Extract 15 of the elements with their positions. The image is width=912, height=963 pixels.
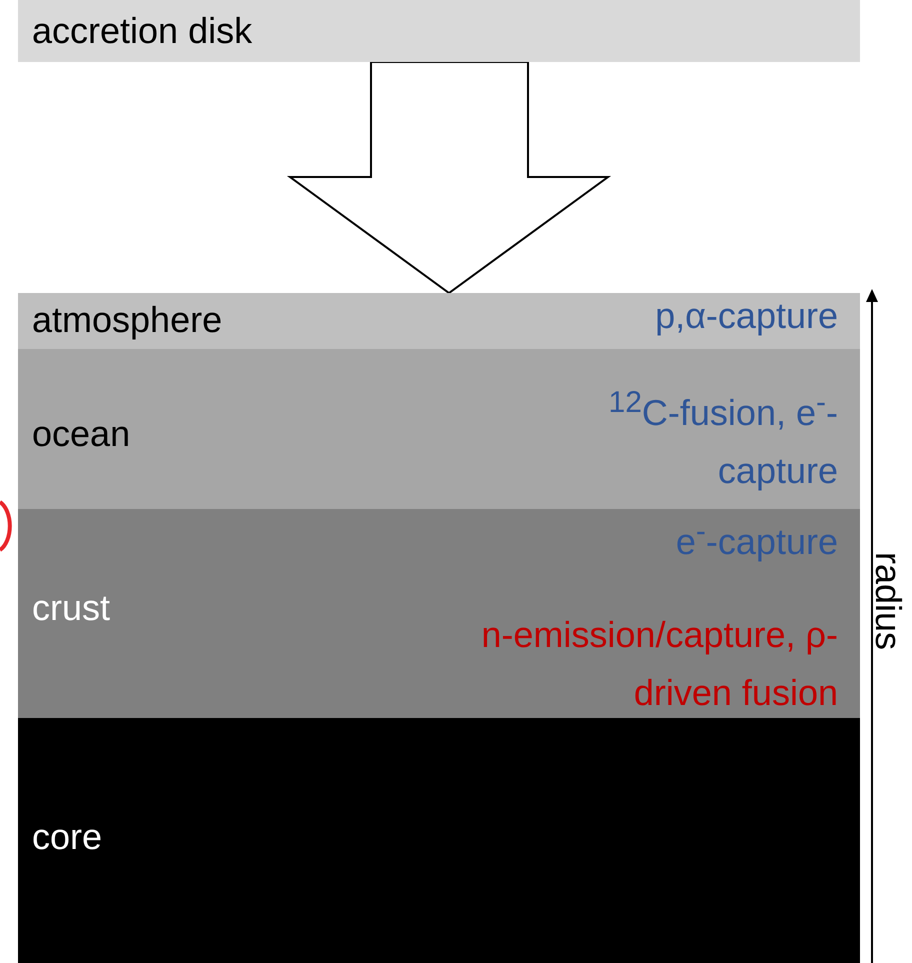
process-label: p,α-capture — [654, 294, 838, 338]
process-label: n-emission/capture, ρ-driven fusion — [480, 613, 838, 715]
layer-band — [18, 293, 860, 349]
layer-band — [18, 349, 860, 509]
layer-label: atmosphere — [32, 298, 222, 342]
layer-label: crust — [32, 586, 110, 630]
process-label: e$^{-}$-capture — [674, 514, 838, 564]
layer-label: accretion disk — [32, 9, 252, 53]
layer-label: ocean — [32, 412, 130, 456]
block-arrow — [286, 61, 612, 294]
disk-band — [18, 0, 860, 62]
layer-band — [18, 718, 860, 963]
layer-label: core — [32, 815, 102, 859]
layer-band — [18, 509, 860, 718]
axis-label: radius — [868, 552, 908, 650]
